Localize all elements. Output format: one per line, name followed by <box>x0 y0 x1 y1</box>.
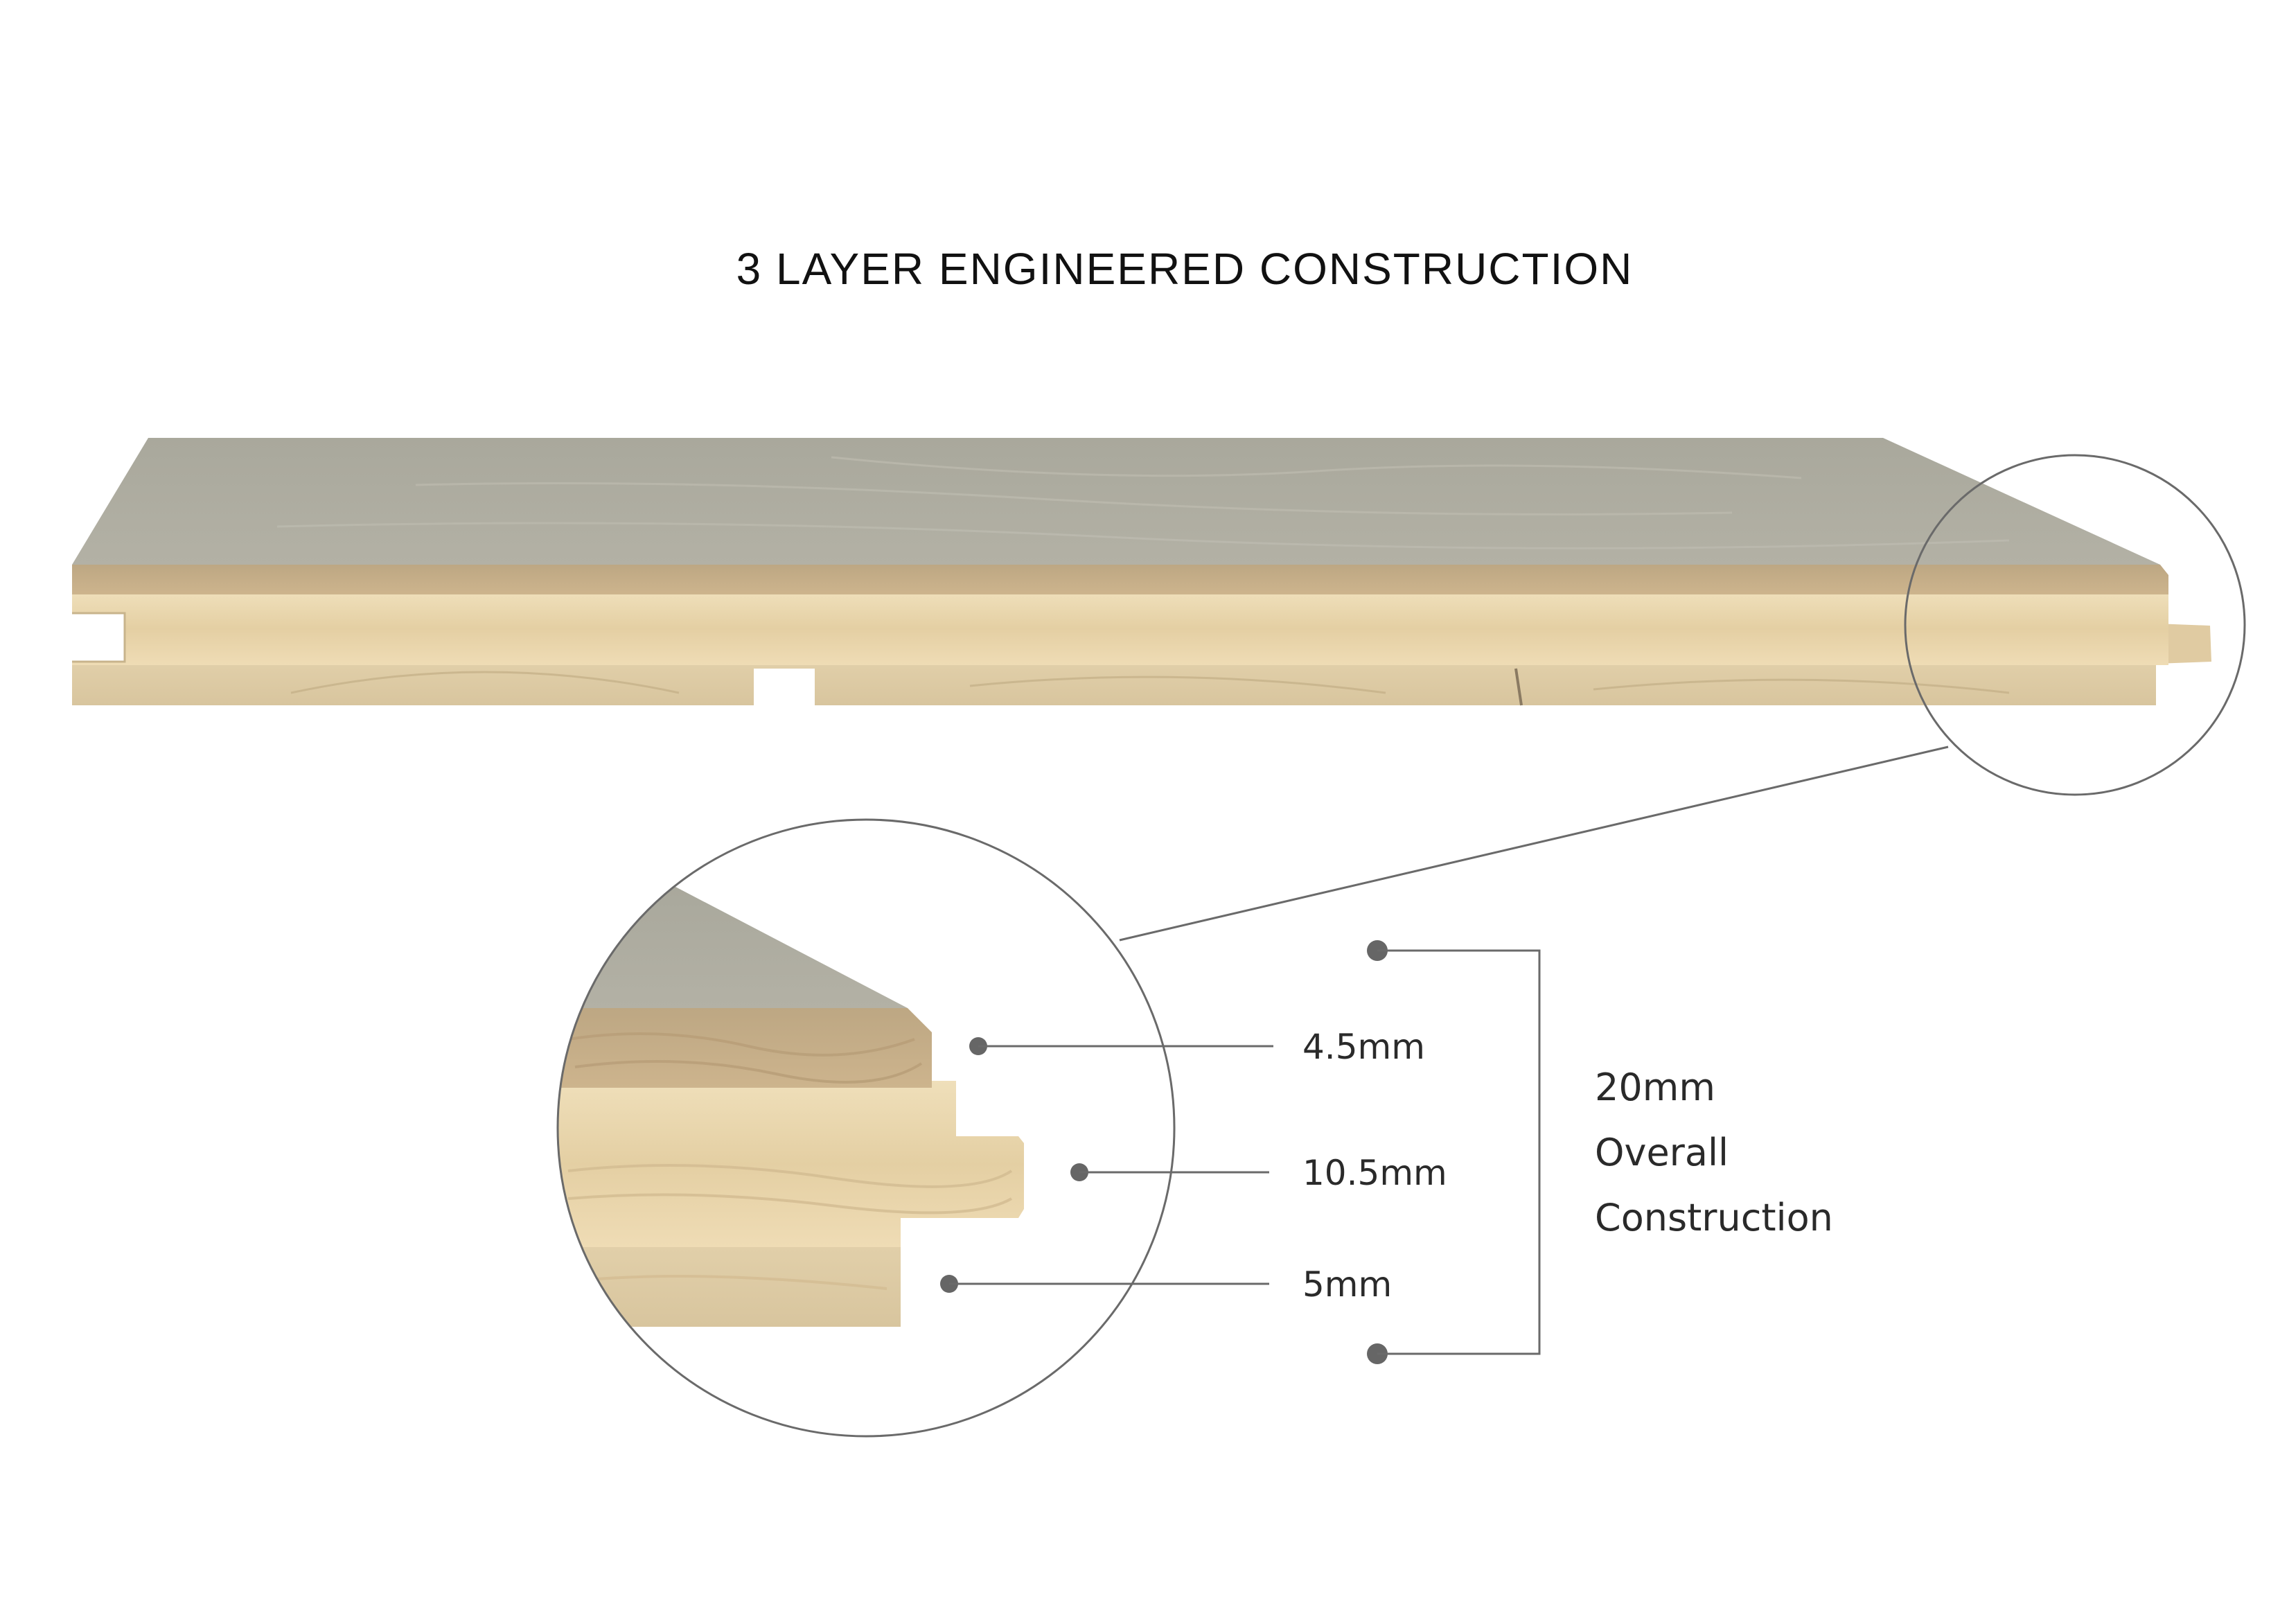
bracket-line <box>1377 949 1541 1355</box>
overall-bracket <box>1367 940 1541 1364</box>
plank-illustration <box>72 438 2211 707</box>
plank-wear-layer <box>72 565 2168 594</box>
layer-thickness-base: 5mm <box>1302 1264 1392 1305</box>
zoom-core-layer <box>558 1081 1024 1247</box>
zoom-connector-line <box>1119 745 1949 942</box>
plank-relief-slot <box>754 669 815 707</box>
zoom-base-layer <box>558 1240 901 1327</box>
plank-core-layer <box>72 592 2168 665</box>
zoom-detail-circle <box>556 818 1176 1438</box>
zoom-wear-layer <box>558 1008 932 1088</box>
page-title: 3 LAYER ENGINEERED CONSTRUCTION <box>736 244 1634 294</box>
layer-callouts: 4.5mm 10.5mm 5mm <box>940 1027 1447 1305</box>
overall-thickness-value: 20mm <box>1595 1066 1715 1109</box>
layer-thickness-wear: 4.5mm <box>1302 1027 1425 1067</box>
plank-groove <box>72 613 125 662</box>
overall-label-line2: Construction <box>1595 1196 1833 1239</box>
zoom-detail <box>556 818 1176 1438</box>
plank-base-layer <box>72 658 2156 705</box>
detail-highlight-circle <box>1904 454 2246 796</box>
layer-thickness-core: 10.5mm <box>1302 1153 1447 1193</box>
plank-tongue <box>2156 624 2211 664</box>
overall-label-line1: Overall <box>1595 1131 1729 1174</box>
